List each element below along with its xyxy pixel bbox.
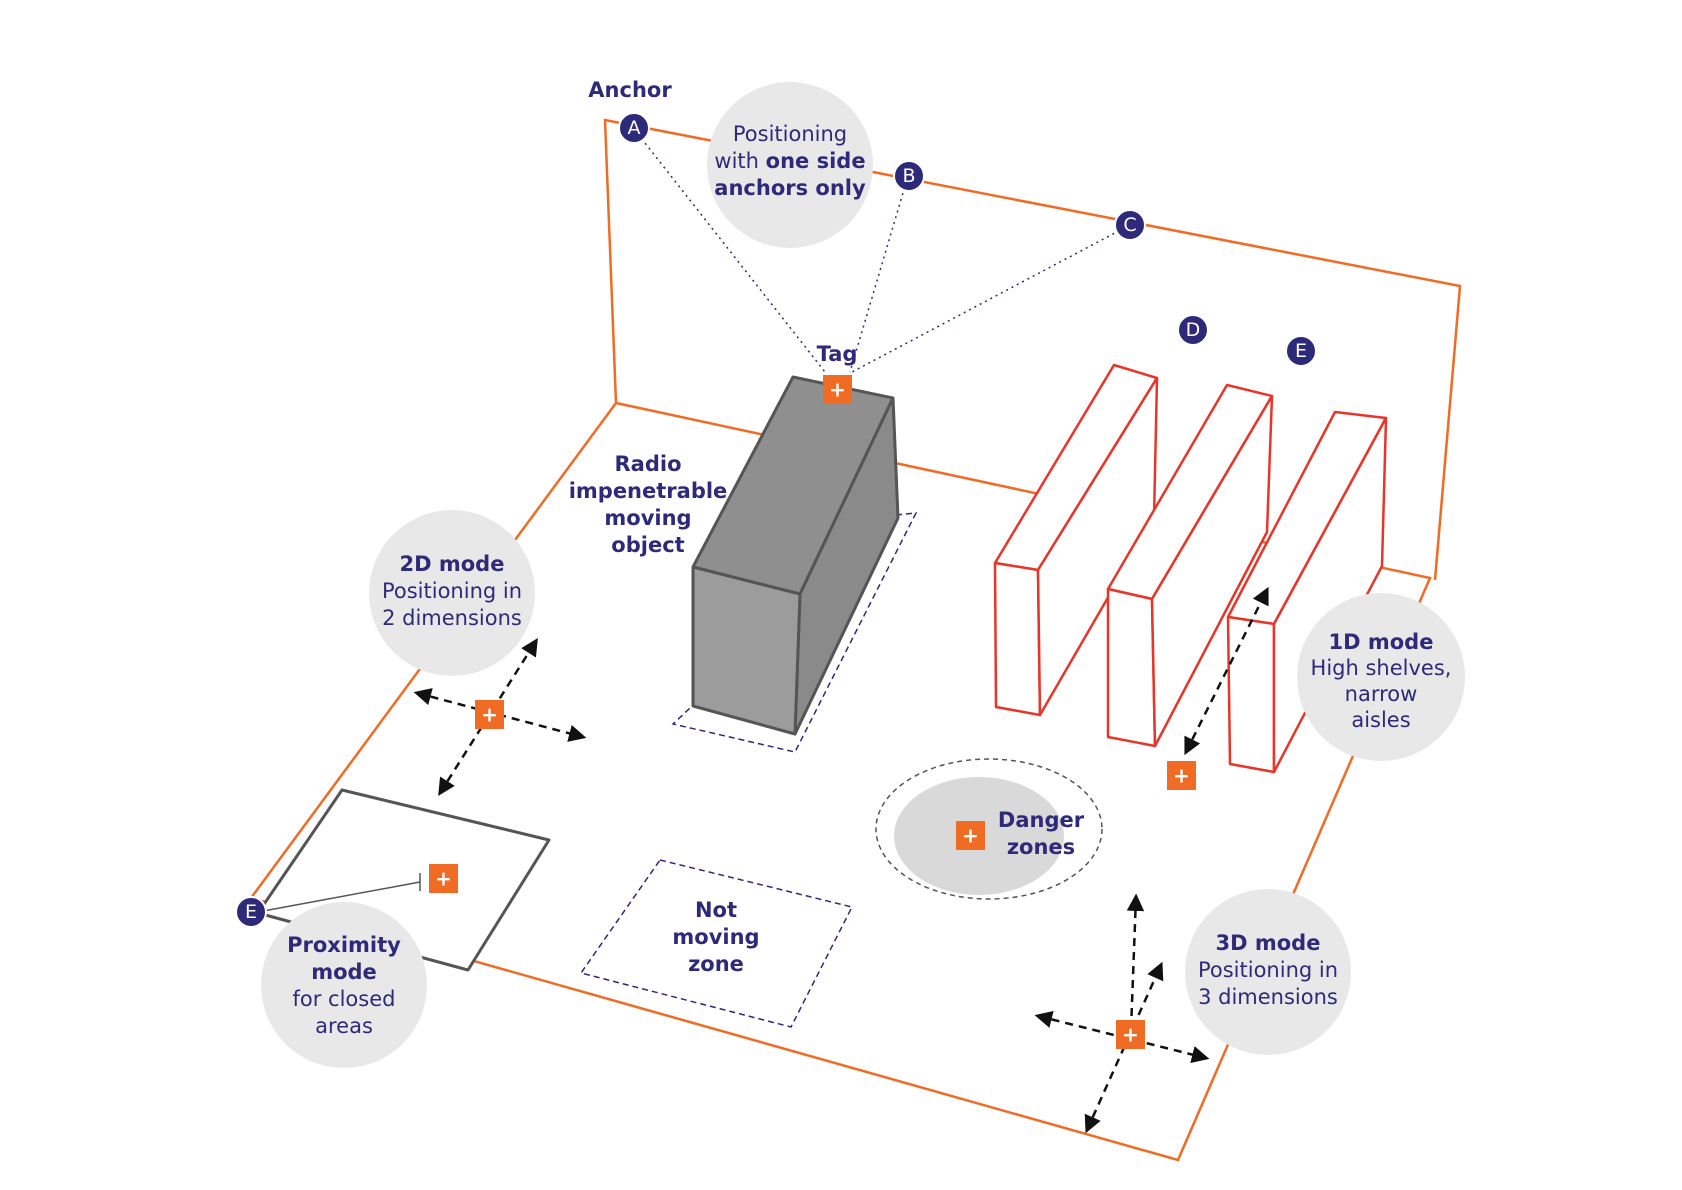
bubble-3d-mode: 3D mode Positioning in 3 dimensions bbox=[1185, 889, 1351, 1055]
proximity-line2: areas bbox=[315, 1014, 373, 1038]
anchor-e-corner: E bbox=[235, 896, 267, 928]
anchor-e-corner-letter: E bbox=[245, 901, 257, 923]
mode-2d-line2: 2 dimensions bbox=[382, 606, 522, 630]
tag-symbol: + bbox=[829, 378, 846, 402]
mode-3d-title: 3D mode bbox=[1216, 931, 1321, 955]
danger-line1: Danger bbox=[998, 808, 1085, 832]
bubble-one-side-anchors: Positioning with one side anchors only bbox=[707, 82, 873, 248]
mode-3d-line1: Positioning in bbox=[1198, 958, 1338, 982]
back-wall bbox=[603, 118, 1462, 581]
not-moving-line1: Not bbox=[695, 898, 737, 922]
moving-object-box bbox=[691, 375, 900, 736]
tag-1d: + bbox=[1167, 761, 1196, 790]
anchor-c: C bbox=[1114, 209, 1146, 241]
anchor-b-letter: B bbox=[902, 165, 915, 187]
proximity-line1: for closed bbox=[293, 987, 396, 1011]
line-b-tag bbox=[849, 175, 909, 373]
proximity-title2: mode bbox=[311, 960, 377, 984]
not-moving-line3: zone bbox=[688, 952, 744, 976]
anchor-a-letter: A bbox=[628, 117, 641, 139]
not-moving-zone: Not moving zone bbox=[579, 859, 854, 1028]
mode-3d-line2: 3 dimensions bbox=[1198, 985, 1338, 1009]
anchor-e-shelf-letter: E bbox=[1295, 340, 1307, 362]
mode-1d-title: 1D mode bbox=[1329, 630, 1434, 654]
radio-object-line1: Radio bbox=[615, 452, 682, 476]
line-c-tag bbox=[851, 224, 1131, 373]
bubble-one-side-line1: Positioning bbox=[733, 122, 847, 146]
not-moving-line2: moving bbox=[672, 925, 759, 949]
anchor-b: B bbox=[893, 160, 925, 192]
shelf-2 bbox=[1106, 383, 1274, 748]
radio-object-label: Radio impenetrable moving object bbox=[569, 452, 728, 557]
bubble-proximity-mode: Proximity mode for closed areas bbox=[261, 902, 427, 1068]
bubble-one-side-line2-bold: one side bbox=[766, 149, 866, 173]
anchor-d: D bbox=[1177, 314, 1209, 346]
mode-1d-line3: aisles bbox=[1351, 708, 1410, 732]
radio-object-line3: moving bbox=[604, 506, 691, 530]
box-front bbox=[691, 565, 802, 736]
anchor-c-letter: C bbox=[1123, 214, 1136, 236]
radio-object-line4: object bbox=[611, 533, 684, 557]
arrow-1d bbox=[1184, 586, 1269, 756]
anchor-label: Anchor bbox=[588, 78, 672, 102]
mode-2d-title: 2D mode bbox=[400, 552, 505, 576]
shelf-1 bbox=[993, 363, 1159, 717]
tag-3d-symbol: + bbox=[1122, 1023, 1139, 1047]
bubble-1d-mode: 1D mode High shelves, narrow aisles bbox=[1297, 593, 1465, 761]
mode-1d-line1: High shelves, bbox=[1311, 656, 1452, 680]
tag-2d: + bbox=[475, 700, 504, 729]
tag-1d-symbol: + bbox=[1173, 764, 1190, 788]
danger-line2: zones bbox=[1007, 835, 1075, 859]
tag-danger bbox=[956, 821, 985, 850]
tag-danger-symbol: + bbox=[962, 824, 979, 848]
bubble-one-side-line3: anchors only bbox=[714, 176, 866, 200]
radio-object-line2: impenetrable bbox=[569, 479, 728, 503]
tag-proximity-symbol: + bbox=[435, 867, 452, 891]
mode-2d-line1: Positioning in bbox=[382, 579, 522, 603]
proximity-title1: Proximity bbox=[287, 933, 401, 957]
tag-proximity bbox=[429, 864, 458, 893]
danger-zone: + Danger zones bbox=[875, 758, 1103, 900]
anchor-tag-lines bbox=[633, 128, 1131, 373]
bubble-one-side-line2: with one side bbox=[714, 149, 865, 173]
bubble-one-side-line2-plain: with bbox=[714, 149, 765, 173]
tag-on-box: + bbox=[823, 375, 852, 404]
mode-1d-line2: narrow bbox=[1345, 682, 1418, 706]
tag-label: Tag bbox=[817, 342, 858, 366]
anchor-a: A bbox=[618, 112, 650, 144]
tag-2d-symbol: + bbox=[481, 703, 498, 727]
tag-3d: + bbox=[1116, 1020, 1145, 1049]
bubble-2d-mode: 2D mode Positioning in 2 dimensions bbox=[369, 510, 535, 676]
anchor-d-letter: D bbox=[1186, 319, 1201, 341]
anchor-e-shelf: E bbox=[1285, 335, 1317, 367]
